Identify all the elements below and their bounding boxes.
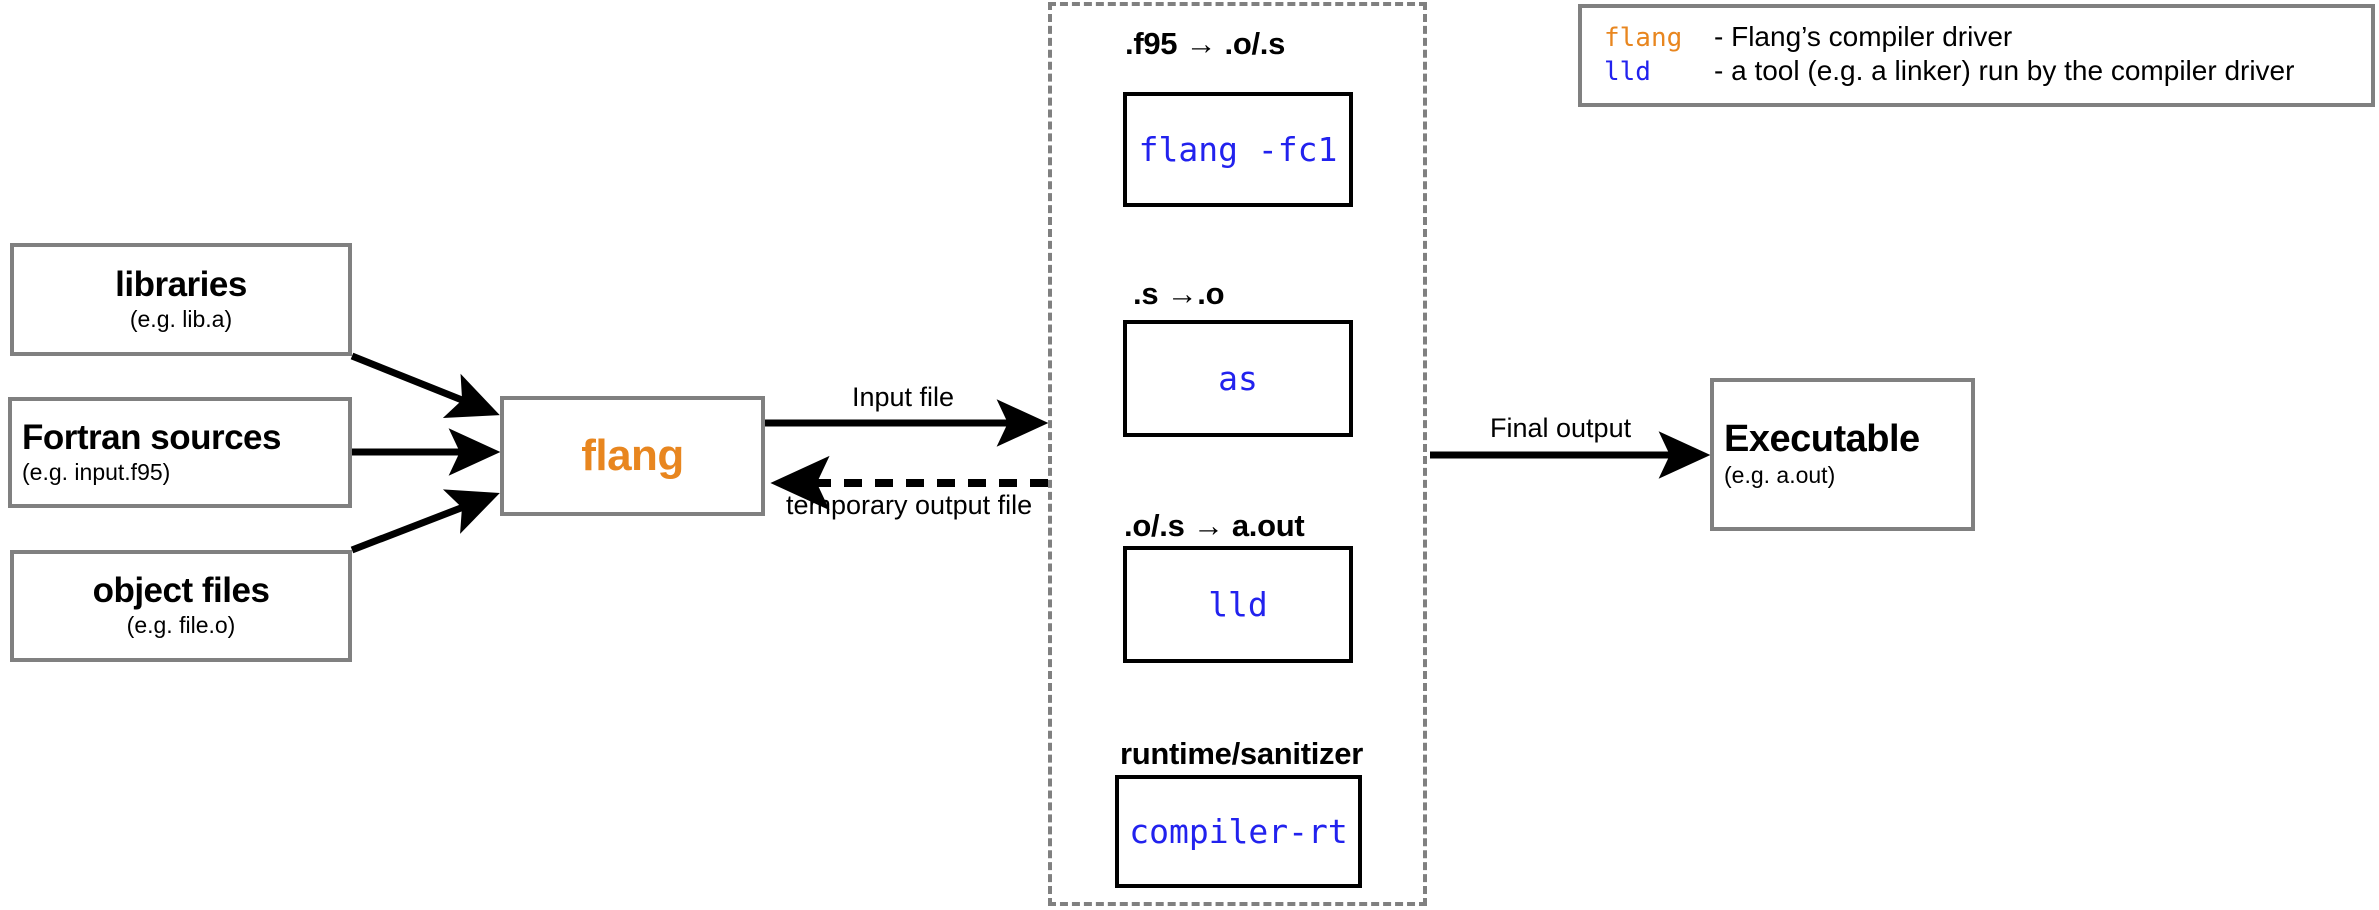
output-box-executable-title: Executable [1724, 418, 1920, 461]
output-box-executable-subtitle: (e.g. a.out) [1724, 462, 1836, 489]
compiler-driver-label: flang [581, 431, 684, 480]
stage-title-o-s-to-a-out: .o/.s → a.out [1124, 508, 1305, 543]
input-box-libraries-subtitle: (e.g. lib.a) [129, 305, 233, 332]
tool-box-as: as [1123, 320, 1353, 437]
tool-box-compiler-rt: compiler-rt [1115, 775, 1362, 888]
input-box-libraries-title: libraries [115, 264, 247, 304]
input-box-object-files-title: object files [92, 571, 270, 611]
compiler-driver-box: flang [500, 396, 765, 516]
arrow-objects-to-flang [350, 489, 500, 554]
tool-label-lld: lld [1208, 585, 1268, 624]
stage-title-s-to-o: .s →.o [1133, 276, 1225, 311]
legend-box: flang - Flang’s compiler driver lld - a … [1578, 4, 2375, 107]
tool-label-compiler-rt: compiler-rt [1129, 812, 1348, 851]
stage-title-f95-to-o-s: .f95 → .o/.s [1125, 26, 1286, 61]
tool-label-as: as [1218, 359, 1258, 398]
arrow-libraries-to-flang [350, 352, 500, 418]
input-box-fortran-sources: Fortran sources (e.g. input.f95) [8, 397, 352, 508]
stage-title-runtime-sanitizer: runtime/sanitizer [1120, 736, 1363, 771]
tool-box-flang-fc1: flang -fc1 [1123, 92, 1353, 207]
output-box-executable: Executable (e.g. a.out) [1710, 378, 1975, 531]
legend-key-lld: lld [1604, 56, 1651, 87]
input-box-fortran-sources-subtitle: (e.g. input.f95) [22, 458, 171, 485]
edge-label-input-file: Input file [852, 382, 955, 412]
input-box-libraries: libraries (e.g. lib.a) [10, 243, 352, 356]
input-box-fortran-sources-title: Fortran sources [22, 417, 281, 457]
compilation-stages-container [1048, 2, 1427, 906]
legend-key-flang: flang [1604, 23, 1683, 53]
input-box-object-files: object files (e.g. file.o) [10, 550, 352, 662]
edge-label-temporary-output-file: temporary output file [786, 490, 1033, 520]
legend-row-flang: flang - Flang’s compiler driver [1604, 20, 2351, 54]
input-box-object-files-subtitle: (e.g. file.o) [126, 612, 236, 639]
tool-box-lld: lld [1123, 546, 1353, 663]
tool-label-flang-fc1: flang -fc1 [1138, 130, 1338, 169]
edge-label-final-output: Final output [1490, 413, 1632, 443]
legend-desc-flang: - Flang’s compiler driver [1714, 21, 2013, 52]
legend-desc-lld: - a tool (e.g. a linker) run by the comp… [1714, 54, 2295, 86]
legend-row-lld: lld - a tool (e.g. a linker) run by the … [1604, 54, 2351, 88]
